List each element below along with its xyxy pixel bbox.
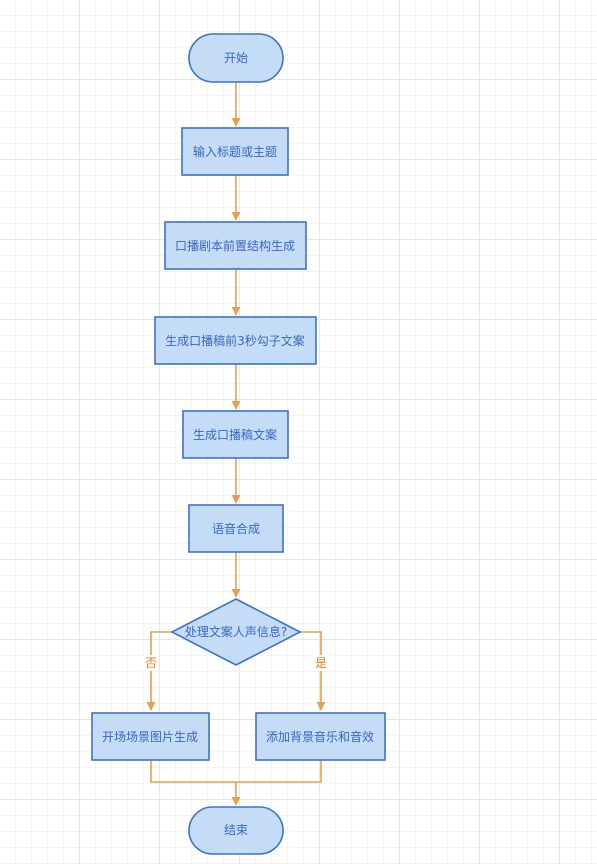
edge-decision-yes bbox=[300, 631, 326, 711]
node-bg-music[interactable]: 添加背景音乐和音效 bbox=[255, 712, 386, 761]
scene-images-process-shape bbox=[91, 712, 210, 761]
decision-label: 处理文案人声信息? bbox=[185, 624, 287, 639]
end-label: 结束 bbox=[224, 823, 248, 837]
node-scene-images[interactable]: 开场场景图片生成 bbox=[91, 712, 210, 761]
bg-music-label: 添加背景音乐和音效 bbox=[266, 729, 374, 744]
edges: 否 是 bbox=[143, 82, 329, 806]
first-3s-copy-process-shape bbox=[154, 316, 317, 365]
node-input-title[interactable]: 输入标题或主题 bbox=[181, 127, 289, 176]
start-label: 开始 bbox=[224, 51, 248, 65]
decision-diamond-shape bbox=[170, 598, 302, 666]
edge-label-yes-bg bbox=[313, 655, 329, 671]
node-script-structure[interactable]: 口播剧本前置结构生成 bbox=[164, 221, 307, 270]
start-terminal-shape bbox=[188, 33, 284, 83]
tts-process-shape bbox=[188, 504, 284, 553]
script-structure-label: 口播剧本前置结构生成 bbox=[175, 238, 295, 253]
edge-scene-to-end bbox=[150, 760, 236, 783]
edge-music-to-end bbox=[236, 760, 322, 783]
node-script-copy[interactable]: 生成口播稿文案 bbox=[182, 410, 289, 459]
input-title-label: 输入标题或主题 bbox=[193, 144, 277, 159]
edge-label-no-bg bbox=[143, 655, 159, 671]
edge-label-no: 否 bbox=[145, 656, 157, 670]
script-copy-process-shape bbox=[182, 410, 289, 459]
script-structure-process-shape bbox=[164, 221, 307, 270]
bg-music-process-shape bbox=[255, 712, 386, 761]
node-tts[interactable]: 语音合成 bbox=[188, 504, 284, 553]
first-3s-copy-label: 生成口播稿前3秒勾子文案 bbox=[165, 333, 305, 348]
end-terminal-shape bbox=[188, 806, 284, 855]
node-start[interactable]: 开始 bbox=[188, 33, 284, 83]
script-copy-label: 生成口播稿文案 bbox=[193, 427, 277, 442]
node-first-3s-copy[interactable]: 生成口播稿前3秒勾子文案 bbox=[154, 316, 317, 365]
tts-label: 语音合成 bbox=[212, 521, 260, 536]
edge-decision-no bbox=[146, 631, 172, 711]
edge-label-yes: 是 bbox=[315, 656, 327, 670]
node-decision[interactable]: 处理文案人声信息? bbox=[170, 598, 302, 666]
node-end[interactable]: 结束 bbox=[188, 806, 284, 855]
input-title-process-shape bbox=[181, 127, 289, 176]
scene-images-label: 开场场景图片生成 bbox=[102, 730, 198, 744]
